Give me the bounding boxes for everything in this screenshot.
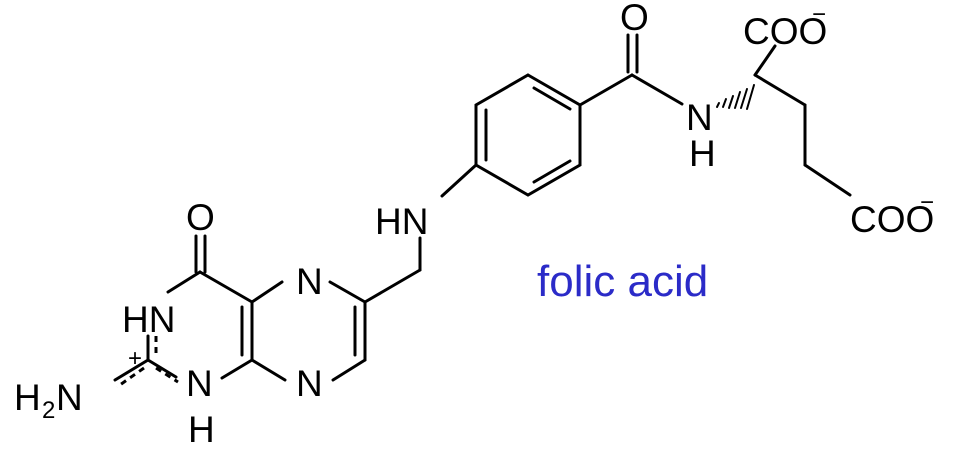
ring-lower-hydrogen-label: H (188, 409, 215, 450)
compound-name: folic acid (537, 257, 708, 306)
ring-nh-label: HN (122, 299, 175, 340)
stereo-hash-bond (716, 84, 755, 110)
glutamate-chain (716, 44, 852, 197)
linker-nh-label: HN (375, 201, 428, 242)
amide-hydrogen-label: H (689, 133, 716, 174)
amino-h-label: H (14, 377, 41, 418)
ring-positive-charge: + (128, 345, 142, 372)
amide-nitrogen-label: N (686, 97, 713, 138)
carboxylate-top-label: COO (743, 11, 827, 52)
pyrazine-ring (240, 280, 367, 382)
pyrazine-bottom-nitrogen-label: N (296, 363, 323, 404)
amide-group (578, 33, 684, 107)
benzene-ring (474, 73, 582, 197)
amino-subscript: 2 (42, 397, 55, 424)
carboxylate-top-charge: − (812, 1, 826, 28)
pyrazine-top-nitrogen-label: N (296, 261, 323, 302)
ring-lower-nitrogen-label: N (186, 363, 213, 404)
carbonyl-oxygen-label: O (620, 0, 649, 38)
amino-n-label: N (56, 377, 83, 418)
carboxylate-side-label: COO (850, 199, 934, 240)
pyrimidinone-oxygen-label: O (186, 197, 215, 238)
pyrimidine-ring (113, 234, 254, 389)
carboxylate-side-charge: − (920, 189, 934, 216)
linker-bonds (363, 163, 478, 304)
